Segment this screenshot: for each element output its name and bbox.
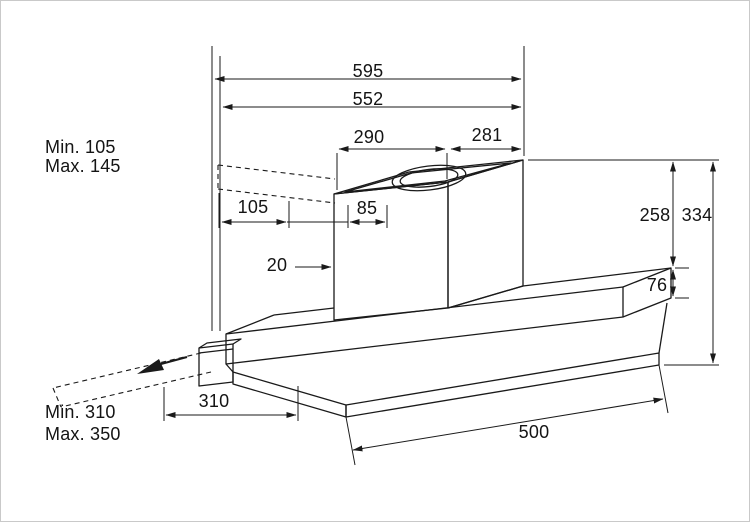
dim-label-20: 20	[266, 255, 288, 275]
dim-label-max-350: Max. 350	[45, 424, 121, 444]
dim-label-85: 85	[356, 198, 378, 218]
dim-label-290: 290	[353, 127, 385, 147]
pull-direction-arrow-icon	[137, 355, 188, 374]
dim-label-552: 552	[352, 89, 384, 109]
dimension-lines	[165, 76, 716, 452]
dim-label-334: 334	[681, 205, 713, 225]
extension-lines	[163, 46, 719, 466]
dim-label-max-145: Max. 145	[45, 156, 121, 176]
telescopic-front-outline	[198, 338, 242, 387]
duct-box-outline	[333, 159, 524, 321]
dim-label-500: 500	[518, 422, 550, 442]
dim-label-min-105: Min. 105	[45, 137, 116, 157]
dim-label-310: 310	[198, 391, 230, 411]
dim-label-281: 281	[471, 125, 503, 145]
dim-label-258: 258	[639, 205, 671, 225]
dim-label-595: 595	[352, 61, 384, 81]
dim-label-76: 76	[646, 275, 668, 295]
duct-outlet-hole-icon	[391, 164, 467, 192]
dim-label-105: 105	[237, 197, 269, 217]
dim-label-min-310: Min. 310	[45, 402, 116, 422]
pullout-dashed-guides	[52, 164, 336, 408]
